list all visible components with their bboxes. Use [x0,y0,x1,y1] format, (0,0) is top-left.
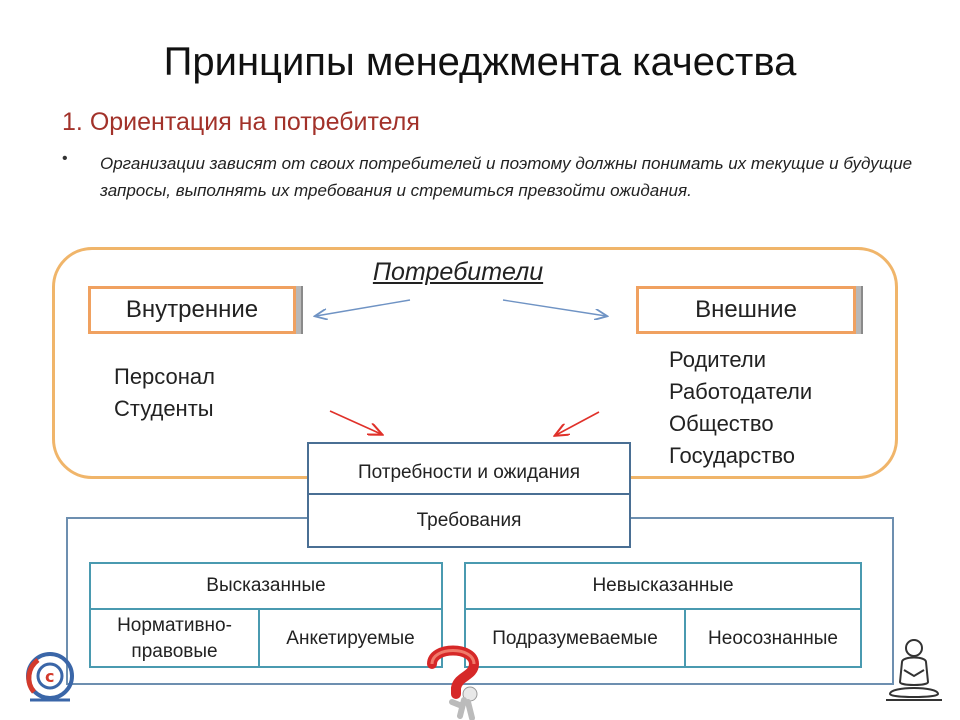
bullet-marker: • [62,150,68,167]
unstated-label: Невысказанные [466,564,860,610]
unstated-requirements-box: Невысказанные Подразумеваемые Неосознанн… [464,562,862,668]
principle-number: 1. [62,108,83,136]
list-item: Общество [669,411,774,436]
thinker-figure-icon [886,639,942,701]
consumers-label: Потребители [372,258,544,286]
internal-consumers-box: Внутренние [88,286,296,334]
unstated-item-unconscious: Неосознанные [684,610,860,668]
principle-description: Организации зависят от своих потребителе… [100,154,913,200]
arrow-to-internal [316,299,411,316]
needs-requirements-box: Потребности и ожидания Требования [307,442,631,548]
stated-item-surveyed: Анкетируемые [258,610,441,668]
list-item: Государство [669,443,796,468]
list-item: Родители [669,347,767,372]
arrow-external-to-needs [556,411,600,435]
unstated-item-implied: Подразумеваемые [492,628,658,649]
principle-heading: 1. Ориентация на потребителя [62,108,420,137]
internal-consumers-list: Персонал Студенты [114,361,215,425]
svg-text:с: с [45,667,54,686]
requirements-label: Требования [416,509,522,531]
internal-consumers-label: Внутренние [125,296,259,323]
list-item: Работодатели [669,379,813,404]
stated-item-regulatory: Нормативно-правовые [117,615,232,662]
external-consumers-list: Родители Работодатели Общество Государст… [669,344,812,472]
question-figure-icon [427,645,480,720]
external-consumers-label: Внешние [695,296,797,323]
page-title: Принципы менеджмента качества [163,40,797,84]
consumers-frame [52,247,898,479]
arrow-internal-to-needs [329,410,381,434]
principle-name: Ориентация на потребителя [89,108,420,136]
list-item: Персонал [114,364,215,389]
stated-requirements-box: Высказанные Нормативно-правовые Анкетиру… [89,562,443,668]
stated-label: Высказанные [91,564,441,610]
list-item: Студенты [114,396,214,421]
arrow-to-external [502,299,606,316]
logo-icon: с [26,652,74,702]
external-consumers-box: Внешние [636,286,856,334]
needs-label: Потребности и ожидания [309,444,629,495]
